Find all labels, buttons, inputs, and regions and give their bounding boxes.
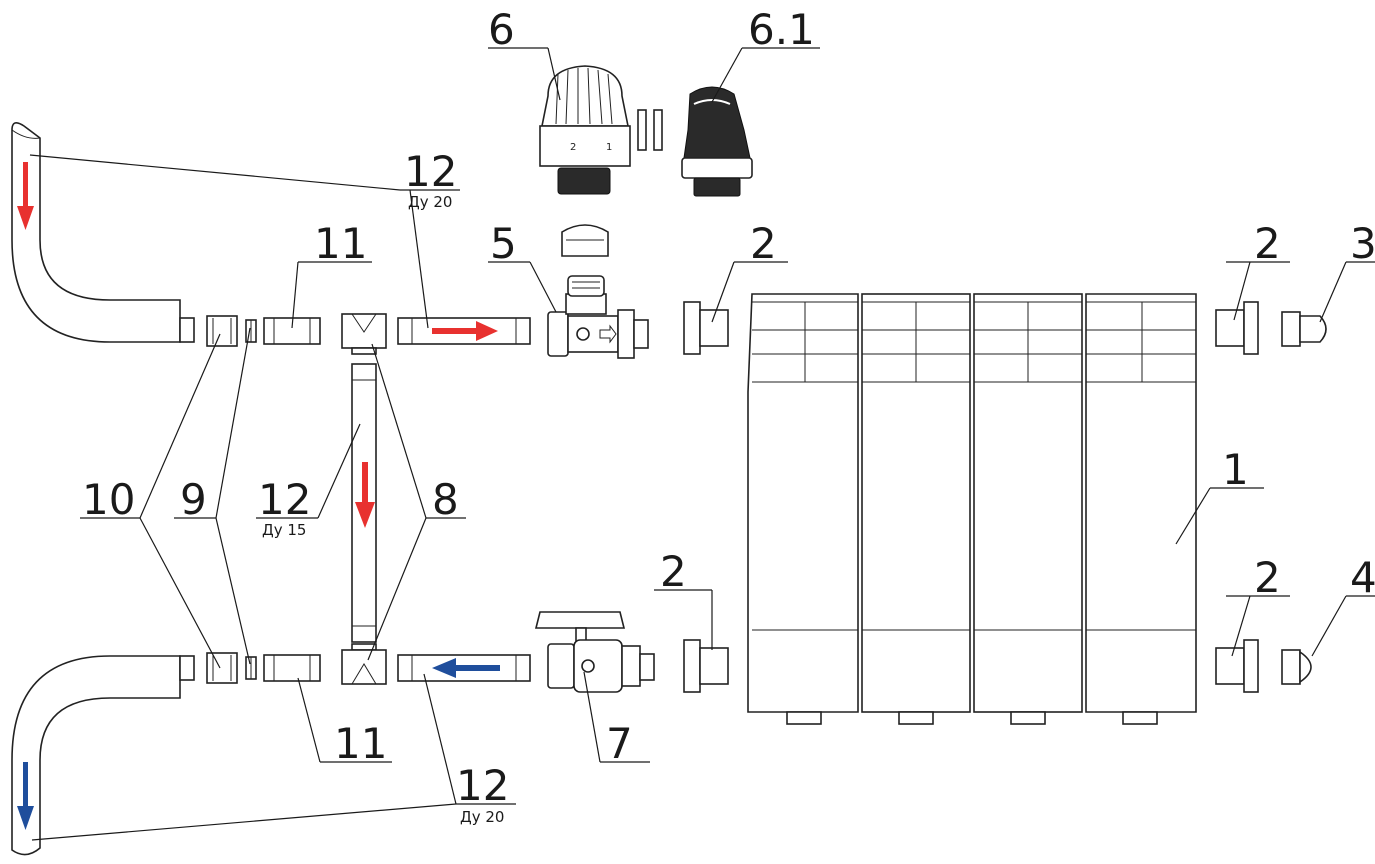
callout-5: 5 (490, 219, 517, 268)
air-vent-3 (1281, 311, 1327, 347)
plug-2-bottom-left (683, 639, 729, 693)
callout-2-top-right: 2 (1254, 219, 1281, 268)
callout-12-return: 12 (456, 761, 509, 810)
coupling-10-top (206, 315, 238, 347)
thermostatic-valve-5 (547, 275, 649, 359)
callout-12-bypass: 12 (258, 475, 311, 524)
callout-4: 4 (1350, 553, 1375, 602)
return-pipe-bend (11, 655, 195, 856)
leader-lines (29, 47, 1375, 841)
callout-3: 3 (1350, 219, 1375, 268)
valve-cap (561, 224, 609, 257)
tee-8-top (341, 313, 387, 355)
end-cap-4 (1281, 649, 1312, 685)
supply-pipe-bend (11, 122, 195, 343)
svg-text:2: 2 (570, 142, 576, 153)
nipple-11-bottom (263, 654, 321, 682)
radiator-section (973, 293, 1083, 725)
callout-10: 10 (82, 475, 135, 524)
radiator-1 (747, 293, 1197, 725)
callout-2-bottom-right: 2 (1254, 553, 1281, 602)
arrow-left-icon (432, 658, 500, 678)
callout-12-supply-size: Ду 20 (408, 193, 452, 211)
svg-text:1: 1 (606, 142, 612, 153)
thermostatic-head-6-1 (681, 86, 753, 197)
callout-12-supply: 12 (404, 147, 457, 196)
tee-8-bottom (341, 643, 387, 685)
pipe-12-return (397, 654, 531, 682)
callout-1: 1 (1222, 445, 1249, 494)
callout-12-return-size: Ду 20 (460, 808, 504, 826)
callout-7: 7 (606, 719, 633, 768)
callout-2-bottom-left: 2 (660, 547, 687, 596)
gasket-9-top (245, 319, 257, 343)
callout-11-bottom: 11 (334, 719, 387, 768)
callout-12-bypass-size: Ду 15 (262, 521, 306, 539)
thermostatic-head-6: 2 1 (539, 65, 663, 195)
ball-valve-7 (534, 611, 655, 693)
callout-6-1: 6.1 (748, 5, 815, 54)
callout-6: 6 (488, 5, 515, 54)
callout-2-top-left: 2 (750, 219, 777, 268)
radiator-section (747, 293, 859, 725)
plug-2-top-left (683, 301, 729, 355)
radiator-section (1085, 293, 1197, 725)
callout-8: 8 (432, 475, 459, 524)
arrow-down-icon (17, 762, 34, 830)
arrow-down-icon (355, 462, 375, 528)
arrow-right-icon (432, 321, 498, 341)
gasket-9-bottom (245, 656, 257, 680)
callout-11-top: 11 (314, 219, 367, 268)
coupling-10-bottom (206, 652, 238, 684)
plug-2-top-right (1215, 301, 1259, 355)
arrow-down-icon (17, 162, 34, 230)
radiator-section (861, 293, 971, 725)
plug-2-bottom-right (1215, 639, 1259, 693)
callout-9: 9 (180, 475, 207, 524)
